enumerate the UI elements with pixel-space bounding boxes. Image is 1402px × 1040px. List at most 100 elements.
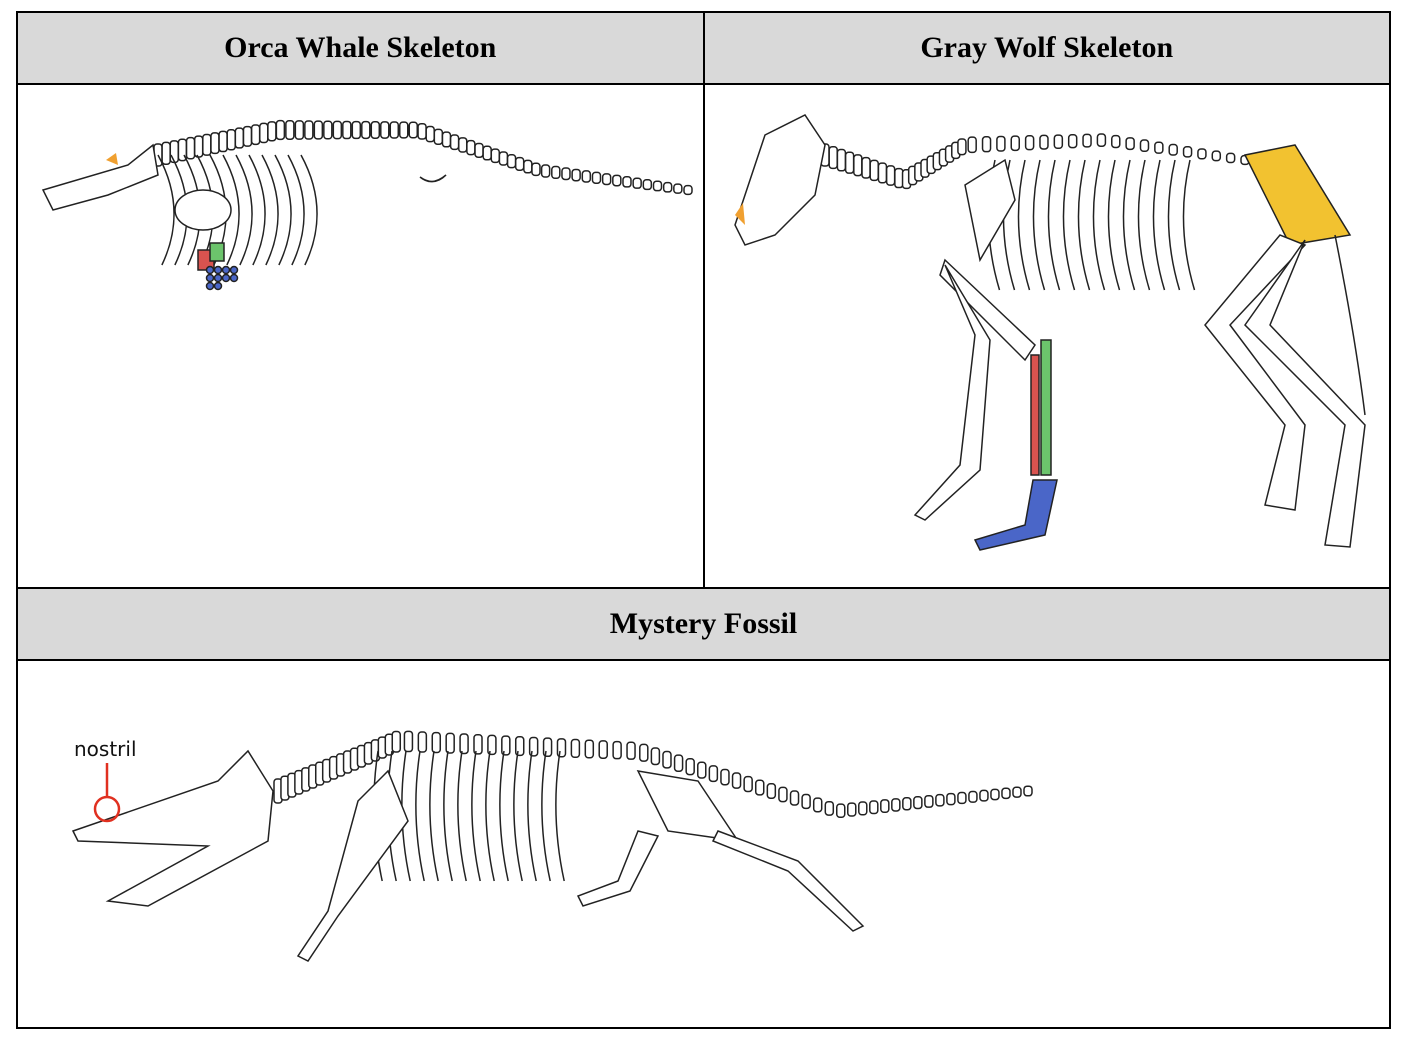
fossil-rib (429, 750, 439, 882)
fossil-rib (415, 750, 425, 882)
orca-vertebra (304, 120, 314, 140)
orca-vertebra (506, 154, 517, 169)
fossil-rib (499, 750, 509, 882)
wolf-vertebra (1096, 133, 1106, 147)
fossil-vertebra (514, 736, 525, 757)
orca-vertebra (389, 121, 400, 139)
fossil-vertebra (459, 733, 469, 755)
fossil-vertebra (946, 792, 956, 806)
comparison-table: Orca Whale Skeleton Gray Wolf Skeleton M… (16, 11, 1391, 1029)
wolf-hind-leg-right (1243, 239, 1366, 548)
fossil-vertebra (662, 750, 672, 769)
orca-rib (274, 154, 292, 266)
fossil-vertebra (957, 791, 967, 805)
orca-rib (235, 154, 253, 266)
orca-vertebra (540, 164, 551, 178)
fossil-vertebra (778, 786, 788, 803)
orca-vertebra (169, 140, 180, 164)
orca-vertebra (523, 159, 533, 174)
wolf-rib (1137, 159, 1150, 291)
orca-vertebra (642, 178, 653, 191)
fossil-vertebra (403, 730, 414, 753)
wolf-cell (702, 83, 1391, 589)
fossil-vertebra (685, 757, 695, 776)
fossil-vertebra (789, 790, 800, 806)
fossil-vertebra (924, 794, 934, 808)
fossil-vertebra (1001, 787, 1011, 800)
wolf-vertebra (1110, 134, 1121, 149)
orca-vertebra (275, 119, 286, 141)
orca-vertebra (561, 167, 571, 181)
wolf-vertebra (1182, 145, 1192, 158)
wolf-vertebra (836, 148, 846, 172)
orca-vertebra (234, 127, 245, 149)
orca-skull (41, 143, 159, 211)
wolf-vertebra (995, 135, 1006, 152)
fossil-vertebra (880, 799, 890, 813)
orca-vertebra (591, 171, 602, 184)
wolf-vertebra (956, 138, 967, 156)
fossil-vertebra (431, 731, 442, 754)
orca-hand-bone (205, 273, 215, 283)
nostril-circle (93, 795, 121, 823)
fossil-vertebra (1012, 786, 1022, 798)
orca-rib (261, 154, 279, 266)
wolf-rib (1152, 159, 1165, 291)
orca-vertebra (466, 139, 476, 156)
mystery-cell: nostril (16, 659, 1391, 1029)
wolf-scapula (963, 158, 1016, 263)
fossil-vertebra (847, 802, 857, 817)
orca-hand-bone (229, 273, 239, 283)
wolf-vertebra (1081, 133, 1092, 148)
wolf-skull (733, 114, 826, 246)
wolf-rib (1092, 159, 1105, 291)
fossil-vertebra (697, 761, 707, 779)
wolf-vertebra (966, 136, 977, 154)
wolf-tail (1333, 234, 1366, 416)
orca-vertebra (441, 131, 452, 148)
orca-vertebra (601, 173, 612, 186)
wolf-vertebra (1167, 143, 1178, 156)
orca-cell (16, 83, 705, 589)
wolf-vertebra (893, 167, 904, 189)
wolf-ulna (1039, 339, 1052, 476)
fossil-vertebra (501, 735, 511, 756)
orca-vertebra (332, 120, 343, 140)
fossil-rib (443, 750, 453, 882)
fossil-vertebra (869, 800, 879, 815)
orca-vertebra (202, 133, 212, 156)
orca-rib (248, 154, 266, 266)
wolf-vertebra (1124, 137, 1135, 151)
fossil-vertebra (626, 741, 636, 760)
orca-vertebra (259, 122, 269, 144)
orca-scapula (174, 189, 232, 231)
orca-vertebra (361, 120, 371, 140)
wolf-vertebra (1196, 148, 1207, 160)
wolf-vertebra (885, 165, 895, 186)
wolf-rib (1047, 159, 1060, 291)
wolf-hind-leg (1203, 234, 1306, 511)
wolf-rib (1122, 159, 1135, 291)
orca-vertebra (226, 129, 236, 151)
wolf-pelvis (1243, 144, 1351, 246)
orca-vertebra (449, 134, 460, 151)
orca-hand-bone (205, 265, 215, 275)
fossil-rib (513, 750, 523, 882)
fossil-rib (541, 750, 551, 882)
orca-vertebra (457, 137, 468, 153)
fossil-vertebra (570, 738, 581, 759)
orca-hand-bone (229, 265, 239, 275)
orca-vertebra (408, 121, 419, 139)
orca-vertebra (242, 125, 253, 147)
orca-vertebra (313, 120, 324, 140)
wolf-rib (1017, 159, 1030, 291)
wolf-vertebra (877, 162, 887, 184)
orca-vertebra (380, 121, 390, 139)
orca-vertebra (632, 177, 642, 189)
fossil-hind-foot (711, 830, 865, 932)
orca-rib (287, 154, 305, 266)
orca-vertebra (551, 165, 561, 179)
orca-hand-bone (221, 265, 231, 275)
wolf-vertebra (1038, 134, 1049, 150)
header-wolf: Gray Wolf Skeleton (702, 11, 1391, 85)
